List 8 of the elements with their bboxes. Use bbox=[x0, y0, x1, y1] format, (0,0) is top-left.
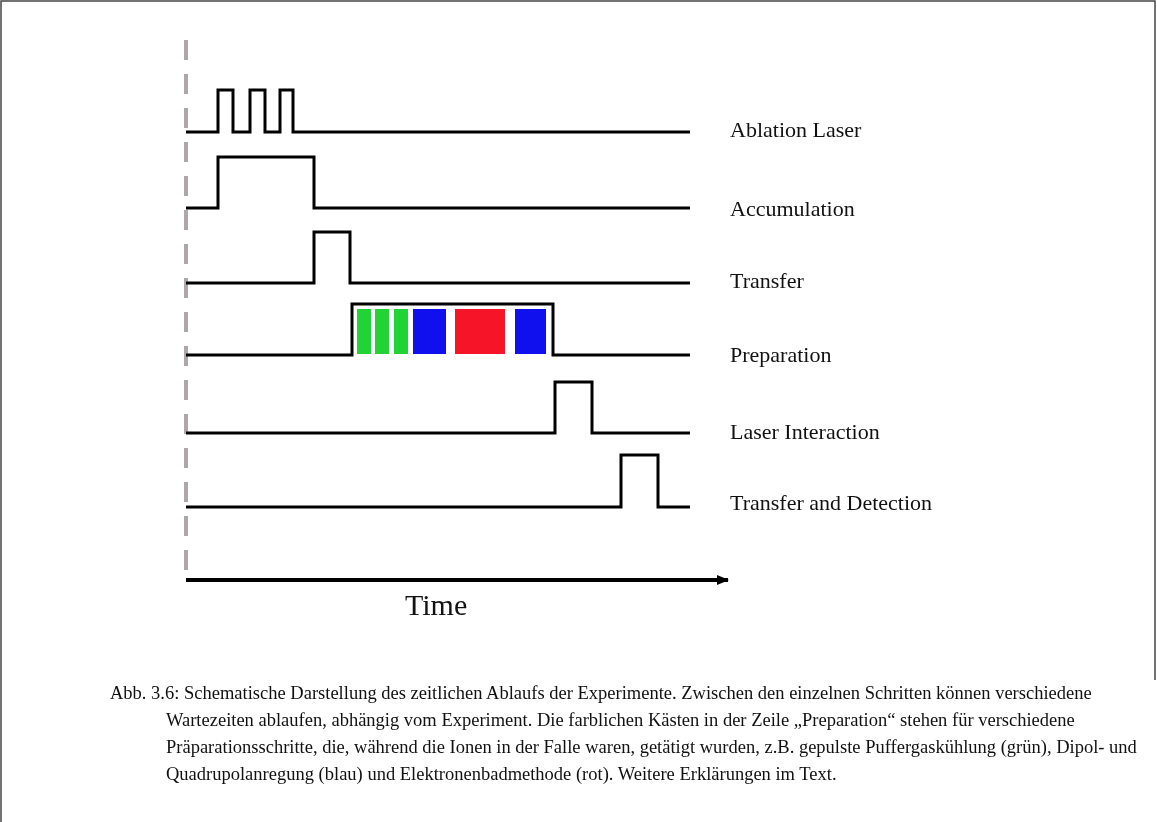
figure-caption: Abb. 3.6: Schematische Darstellung des zeitlichen Ablaufs der Experimente. Zwischen den einzelnen Schritten können verschiedene Wartezeiten ablaufen, abhängig vom Experiment. Die farblichen Kästen in der Zeile „Preparation“ stehen für verschiedene Präparationsschritte, die, während die Ionen in der Falle waren, getätigt wurden, z.B. gepulste Puffergaskühlung (grün), Dipol- und Quadrupolanregung (blau) und Elektronenbadmethode (rot). Weitere Erklärungen im Text. bbox=[110, 682, 1138, 786]
signal-label: Ablation Laser bbox=[730, 119, 862, 141]
signal-label: Accumulation bbox=[730, 198, 855, 220]
signal-label: Preparation bbox=[730, 344, 832, 366]
signal-label: Transfer and Detection bbox=[730, 492, 933, 514]
axis-label: Time bbox=[405, 590, 468, 620]
signal-label: Laser Interaction bbox=[730, 421, 880, 443]
signal-label: Transfer bbox=[730, 270, 804, 292]
